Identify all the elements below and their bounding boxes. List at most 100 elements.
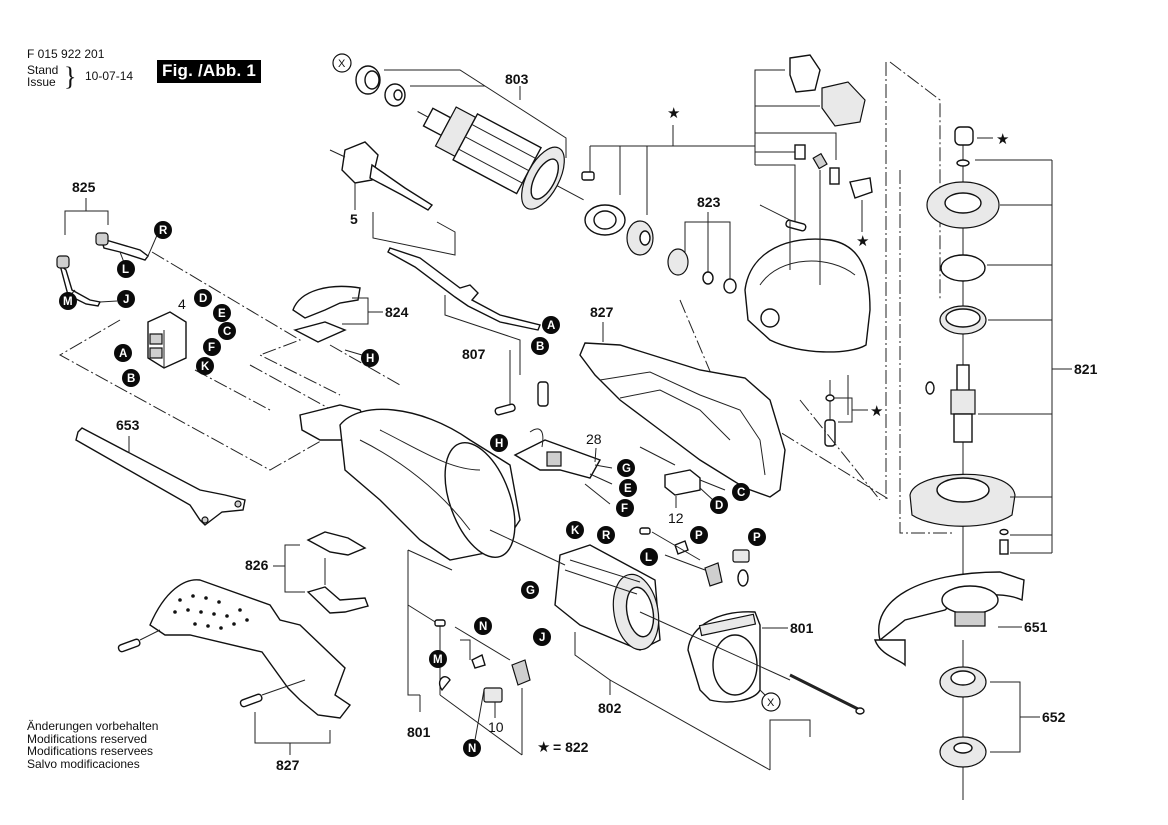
svg-text:D: D [199,293,207,305]
leader-line [254,712,331,744]
brush-holder-825: 825 [56,179,159,307]
part-label-4: 4 [178,296,186,312]
baffle-801: 801 X [639,611,865,715]
wire [584,483,611,505]
part-label-801-bottom: 801 [407,724,431,740]
svg-text:F: F [621,503,628,515]
leader-line [261,679,306,696]
connector-k: K [566,521,584,539]
connector-l: L [117,260,135,278]
leader-line [755,132,837,160]
svg-text:C: C [223,326,231,338]
connector-g: G [521,581,539,599]
connector-f: F [203,338,221,356]
connector-m: M [429,650,447,668]
part-label-827-bottom: 827 [276,757,300,773]
handle-contour [599,371,766,476]
part-label-652: 652 [1042,709,1066,725]
connector-r: R [154,221,172,239]
cord-group: 5 807 [329,141,549,416]
shaft [556,185,584,201]
connector-e: E [619,479,637,497]
flange-bore [936,477,990,503]
brush-holder-knob [56,255,70,269]
screw [239,693,263,708]
baffle-tab [698,613,757,637]
spanner-pin [234,500,242,508]
shaft [417,111,429,118]
connector-r: R [597,526,615,544]
inner-flange-hole [950,670,976,686]
screw [785,219,807,232]
housing-contour [759,260,856,286]
svg-text:N: N [468,743,476,755]
core-line [458,148,523,184]
leader-line [460,639,471,660]
cord-protector [369,163,434,211]
lock-pin [824,419,836,447]
part-label-5: 5 [350,211,358,227]
part-label-802: 802 [598,700,622,716]
screw [639,527,651,535]
baffle-ring [712,634,758,696]
wire [699,479,726,491]
switch-4: 4 [147,296,187,369]
wire [589,473,613,485]
part-label-823: 823 [697,194,721,210]
connector-x-label: X [767,697,775,709]
switch-lever [306,586,369,614]
spindle-shaft [956,364,970,394]
spindle-collar [950,389,976,415]
leader-line [664,554,706,571]
guard-clamp [954,611,986,627]
svg-text:E: E [218,308,226,320]
part-label-801-right: 801 [790,620,814,636]
svg-text:E: E [624,483,632,495]
guard-collar [941,585,999,615]
dashed-line [899,170,955,534]
connector-m: M [59,292,77,310]
note-line: Modifications reserved [27,731,148,746]
svg-text:R: R [602,530,611,542]
dashed-line [58,319,341,471]
star-icon: ★ [537,738,550,756]
washer [999,528,1009,536]
leader-line [407,549,453,571]
svg-text:M: M [433,654,443,666]
screw [434,619,446,627]
spindle-thread [953,413,973,443]
svg-text:C: C [737,487,745,499]
svg-text:A: A [547,320,555,332]
pin-spanner [75,427,246,526]
part-label-803: 803 [505,71,529,87]
brush-holder-801-bottom: 801 10 [407,549,531,756]
brush-holder-801-right [639,527,750,587]
leader-line [439,694,523,756]
housing-contour [359,439,471,531]
wire [699,487,714,501]
guard-group: 651 652 [874,571,1066,800]
handle-contour [619,389,731,441]
screw [999,539,1009,555]
ring-gear-inner [944,192,982,214]
modifications-note: Änderungen vorbehalten Modifications res… [27,720,158,770]
dashed-line [194,369,271,411]
motor-housing [299,404,521,561]
actuator-826: 826 [245,531,369,614]
leader-line [384,69,567,158]
svg-text:H: H [366,353,374,365]
axis-line [639,611,791,681]
capacitor-12: 12 [639,446,726,526]
svg-text:B: B [536,341,544,353]
svg-text:H: H [495,438,503,450]
brush-spring [438,676,451,692]
svg-text:J: J [123,294,129,306]
dashed-line [799,399,881,501]
star-icon: ★ [667,104,680,122]
svg-text:D: D [715,500,723,512]
clamping-nut-hole [953,742,973,754]
lock-pin-ring [825,394,835,402]
connector-x [332,53,352,73]
part-label-824: 824 [385,304,409,320]
connector-d: D [710,496,728,514]
